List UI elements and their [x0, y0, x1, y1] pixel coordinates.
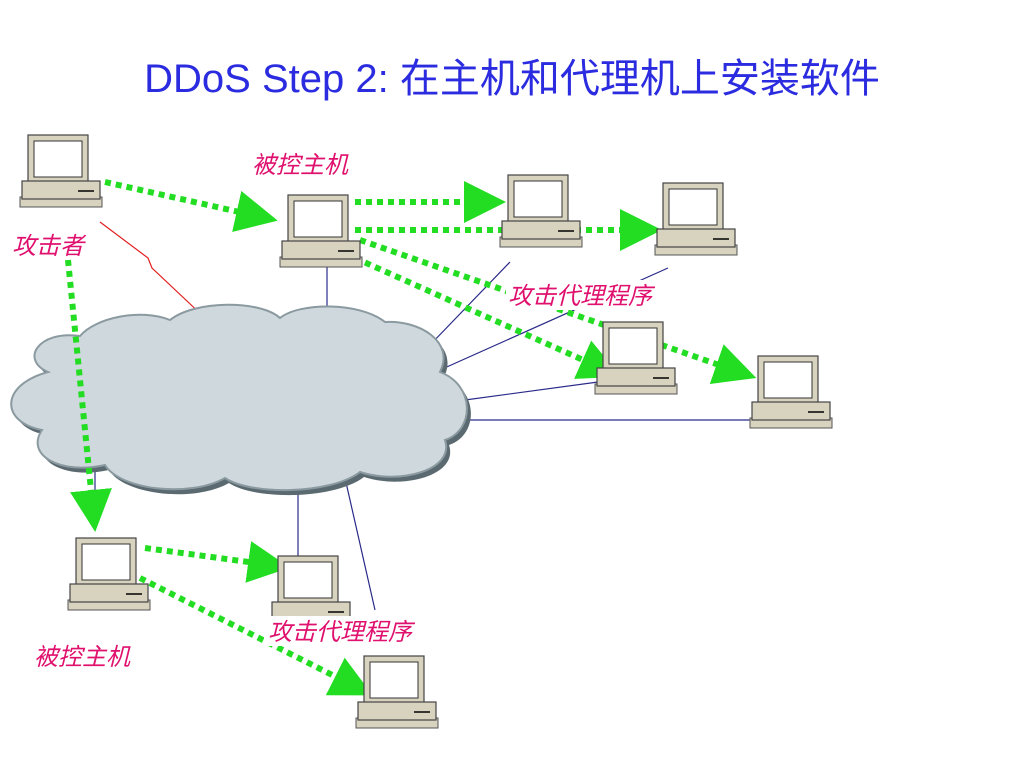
computer-icon — [499, 174, 583, 248]
computer-icon — [355, 655, 439, 729]
computer-icon — [654, 182, 738, 256]
link-agent-1 — [429, 261, 511, 346]
link-agent-6 — [344, 477, 376, 611]
title-prefix: DDoS Step 2: — [144, 57, 400, 101]
computer-icon — [279, 194, 363, 268]
title-text: 在主机和代理机上安装软件 — [399, 56, 880, 102]
link-agent-3 — [464, 381, 599, 401]
computer-icon — [749, 355, 833, 429]
computer-icon — [594, 321, 678, 395]
slide-title: DDoS Step 2: 在主机和代理机上安装软件 — [0, 46, 1024, 104]
computer-icon — [19, 134, 103, 208]
network-cloud-icon — [10, 303, 471, 496]
arrow-master-to-agent-6 — [138, 575, 373, 696]
label-master-top: 被控主机 — [252, 151, 349, 179]
attacker-link — [99, 221, 206, 319]
label-agent-program-top: 攻击代理程序 — [508, 282, 656, 310]
computer-icon — [67, 537, 151, 611]
arrow-master-to-agent-3 — [353, 255, 621, 379]
label-attacker: 攻击者 — [12, 232, 87, 260]
label-agent-program-bottom: 攻击代理程序 — [268, 618, 416, 646]
arrow-attacker-to-master-top — [104, 179, 278, 232]
arrow-master-to-agent-5 — [144, 541, 290, 583]
label-master-bottom: 被控主机 — [34, 643, 131, 671]
